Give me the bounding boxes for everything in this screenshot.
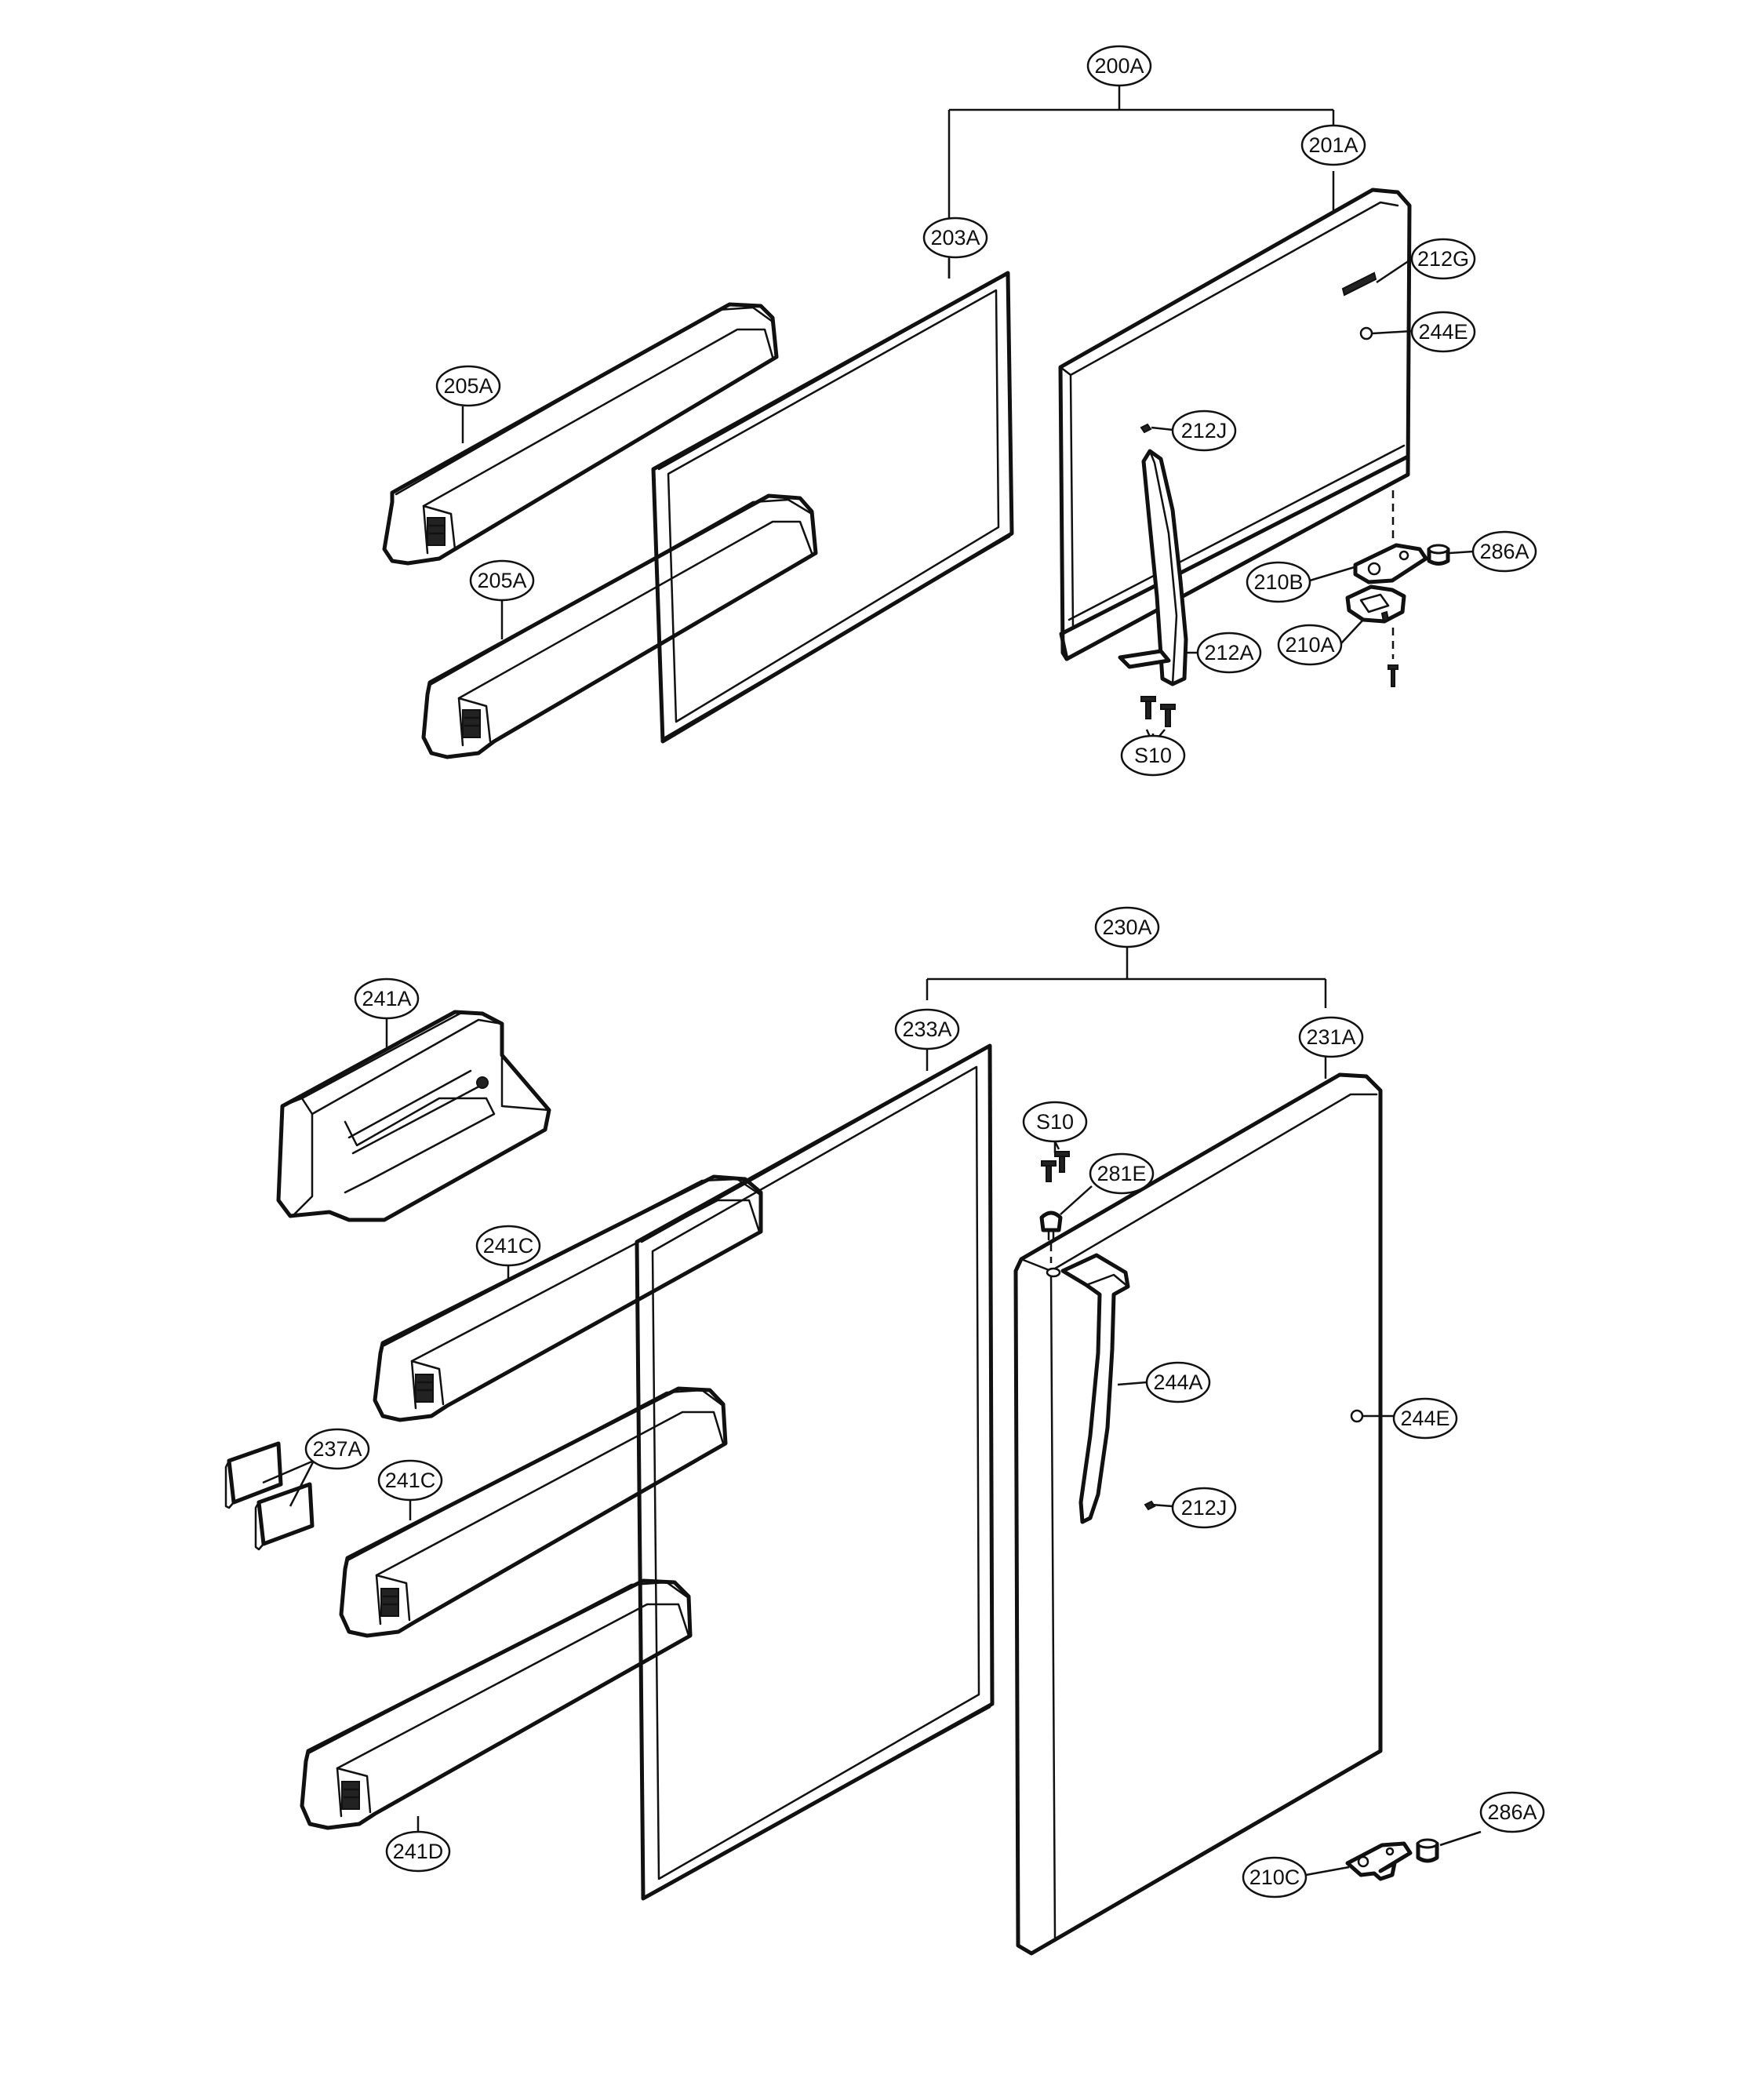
hinge-210A (1345, 584, 1406, 624)
callout-label: 241D (393, 1840, 444, 1863)
callout-286A-top: 286A (1471, 530, 1537, 573)
callout-label: 241C (385, 1469, 436, 1492)
callout-231A: 231A (1298, 1016, 1364, 1058)
hinge-cap-286A-bottom (1416, 1838, 1439, 1863)
bin-dividers-237A (224, 1441, 315, 1551)
hinge-screw-top (1388, 628, 1398, 687)
callout-label: 201A (1308, 133, 1358, 157)
callout-237A: 237A (304, 1428, 370, 1470)
callout-label: 210B (1253, 570, 1303, 594)
door-gasket-203A (651, 271, 1014, 744)
callout-200A: 200A (1086, 45, 1152, 87)
callout-label: 244A (1153, 1371, 1202, 1394)
callout-label: 212A (1204, 641, 1253, 664)
callout-241C-upper: 241C (475, 1225, 541, 1267)
callout-label: 200A (1094, 54, 1144, 78)
callout-S10-top: S10 (1120, 734, 1186, 777)
callout-244A: 244A (1145, 1361, 1211, 1403)
callout-212A: 212A (1196, 632, 1262, 674)
assembly-bracket-230A (926, 945, 1327, 1008)
door-bin-241C-lower (339, 1386, 728, 1638)
callout-label: 212J (1181, 419, 1228, 442)
callout-label: 231A (1306, 1025, 1355, 1049)
callout-label: 205A (477, 569, 526, 592)
door-panel-201A (1058, 187, 1412, 661)
callout-label: 244E (1400, 1407, 1449, 1430)
callout-label: 230A (1102, 916, 1151, 939)
callout-212J-bottom: 212J (1171, 1487, 1237, 1529)
door-handle-244A (1060, 1253, 1130, 1524)
door-bin-241C-upper (373, 1174, 763, 1422)
callout-label: 286A (1479, 540, 1529, 563)
callout-210A: 210A (1277, 624, 1343, 666)
callout-241C-lower: 241C (377, 1459, 443, 1502)
screws-S10-bottom (1041, 1141, 1070, 1182)
callout-210B: 210B (1246, 561, 1311, 603)
door-bin-205A-lower (421, 493, 818, 759)
hinge-cap-286A-top (1427, 544, 1450, 566)
callout-label: 212J (1181, 1496, 1228, 1520)
door-bin-205A-upper (382, 302, 779, 566)
door-handle-212A (1118, 449, 1188, 686)
callout-label: 212G (1417, 247, 1469, 271)
assembly-bracket-200A (947, 86, 1335, 278)
callout-label: 281E (1097, 1162, 1146, 1185)
callout-281E: 281E (1089, 1152, 1155, 1195)
callout-label: 241A (362, 987, 411, 1010)
callout-230A: 230A (1094, 906, 1160, 948)
callout-label: 244E (1418, 320, 1468, 344)
plug-281E (1039, 1210, 1063, 1263)
callout-label: S10 (1036, 1110, 1074, 1134)
door-bin-241D (300, 1578, 693, 1830)
callout-212G: 212G (1410, 238, 1476, 280)
callout-212J-top: 212J (1171, 410, 1237, 452)
callout-label: 203A (930, 226, 980, 249)
callout-label: 241C (483, 1234, 534, 1258)
hinge-210B (1353, 543, 1428, 584)
callout-205A-upper: 205A (435, 365, 501, 407)
door-gasket-233A (635, 1043, 995, 1901)
callout-201A: 201A (1300, 124, 1366, 166)
callout-label: 205A (443, 374, 493, 398)
callout-label: S10 (1134, 744, 1172, 767)
callout-label: 210C (1249, 1866, 1300, 1889)
callout-241A: 241A (354, 977, 420, 1020)
hinge-210C (1345, 1841, 1413, 1881)
callout-244E-top: 244E (1410, 311, 1476, 353)
callout-241D: 241D (385, 1830, 451, 1873)
callout-244E-bottom: 244E (1392, 1397, 1458, 1440)
callout-label: 286A (1487, 1800, 1537, 1824)
callout-210C: 210C (1242, 1856, 1308, 1898)
callout-286A-bottom: 286A (1479, 1791, 1545, 1833)
callout-label: 237A (312, 1437, 362, 1461)
callout-label: 210A (1285, 633, 1334, 657)
dairy-bin-241A (276, 1010, 551, 1222)
callout-label: 233A (902, 1017, 951, 1041)
callout-205A-lower: 205A (469, 559, 535, 602)
callout-203A: 203A (922, 217, 988, 259)
callout-S10-bottom: S10 (1022, 1101, 1088, 1143)
callout-233A: 233A (894, 1008, 960, 1050)
